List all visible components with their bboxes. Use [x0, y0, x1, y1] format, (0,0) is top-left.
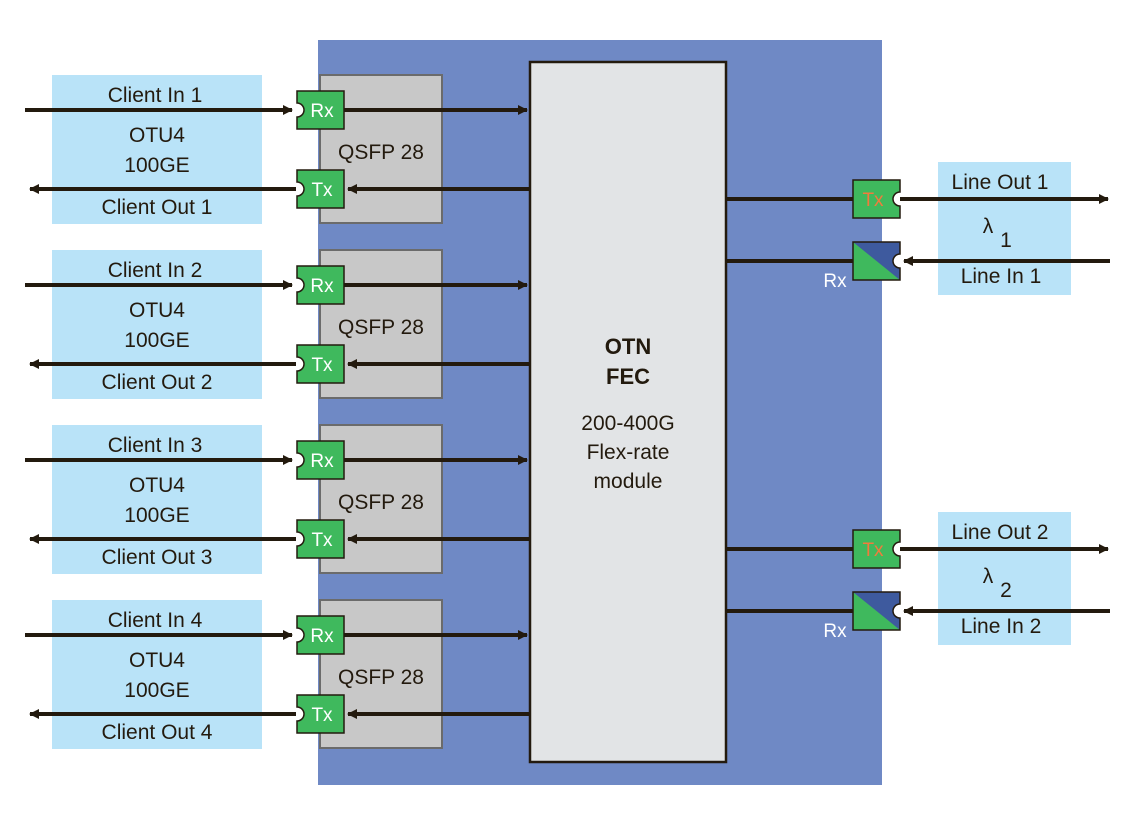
protocol-otu4: OTU4	[129, 649, 185, 672]
client-box	[52, 75, 262, 224]
tx-port[interactable]	[296, 344, 345, 384]
line-tx-port[interactable]	[852, 179, 901, 219]
client-out-label: Client Out 4	[102, 721, 213, 744]
module-title-fec: FEC	[606, 364, 650, 389]
client-box	[52, 250, 262, 399]
protocol-100ge: 100GE	[124, 329, 189, 352]
line-in-label: Line In 2	[961, 615, 1042, 638]
rx-port-label: Rx	[310, 626, 334, 647]
client-out-label: Client Out 3	[102, 546, 213, 569]
tx-port[interactable]	[296, 694, 345, 734]
client-in-label: Client In 1	[108, 84, 203, 107]
line-box	[938, 162, 1071, 295]
tx-port[interactable]	[296, 169, 345, 209]
client-in-label: Client In 2	[108, 259, 203, 282]
qsfp-label: QSFP 28	[338, 491, 424, 514]
line-out-label: Line Out 1	[952, 171, 1049, 194]
tx-port-label: Tx	[311, 355, 333, 376]
line-in-label: Line In 1	[961, 265, 1042, 288]
line-rx-port-detector	[853, 592, 900, 630]
client-in-label: Client In 3	[108, 434, 203, 457]
module-title-otn: OTN	[605, 334, 651, 359]
protocol-otu4: OTU4	[129, 124, 185, 147]
line-tx-port[interactable]	[852, 529, 901, 569]
line-rx-port-outline	[852, 241, 901, 281]
qsfp-label: QSFP 28	[338, 666, 424, 689]
line-tx-label: Tx	[862, 190, 884, 211]
tx-port-label: Tx	[311, 180, 333, 201]
tx-port-label: Tx	[311, 705, 333, 726]
protocol-otu4: OTU4	[129, 474, 185, 497]
protocol-100ge: 100GE	[124, 504, 189, 527]
client-in-label: Client In 4	[108, 609, 203, 632]
rx-port-label: Rx	[310, 276, 334, 297]
module-rate: 200-400G	[581, 412, 674, 435]
otn-fec-module[interactable]	[528, 60, 728, 764]
line-tx-label: Tx	[862, 540, 884, 561]
client-out-label: Client Out 2	[102, 371, 213, 394]
line-rx-port-detector	[853, 242, 900, 280]
qsfp-label: QSFP 28	[338, 141, 424, 164]
lambda-subscript: 1	[1000, 229, 1012, 252]
line-out-label: Line Out 2	[952, 521, 1049, 544]
rx-port[interactable]	[296, 90, 345, 130]
lambda-symbol: λ	[983, 215, 994, 238]
rx-port[interactable]	[296, 265, 345, 305]
rx-port[interactable]	[296, 615, 345, 655]
tx-port-label: Tx	[311, 530, 333, 551]
line-rx-port-outline	[852, 591, 901, 631]
client-box	[52, 425, 262, 574]
module-flex-rate: Flex-rate	[587, 441, 670, 464]
rx-port-label: Rx	[310, 451, 334, 472]
protocol-otu4: OTU4	[129, 299, 185, 322]
line-box	[938, 512, 1071, 645]
qsfp-label: QSFP 28	[338, 316, 424, 339]
tx-port[interactable]	[296, 519, 345, 559]
rx-port[interactable]	[296, 440, 345, 480]
line-rx-label: Rx	[823, 621, 847, 642]
client-box	[52, 600, 262, 749]
lambda-subscript: 2	[1000, 579, 1012, 602]
line-rx-label: Rx	[823, 271, 847, 292]
protocol-100ge: 100GE	[124, 154, 189, 177]
module-label: module	[594, 470, 663, 493]
rx-port-label: Rx	[310, 101, 334, 122]
lambda-symbol: λ	[983, 565, 994, 588]
protocol-100ge: 100GE	[124, 679, 189, 702]
client-out-label: Client Out 1	[102, 196, 213, 219]
